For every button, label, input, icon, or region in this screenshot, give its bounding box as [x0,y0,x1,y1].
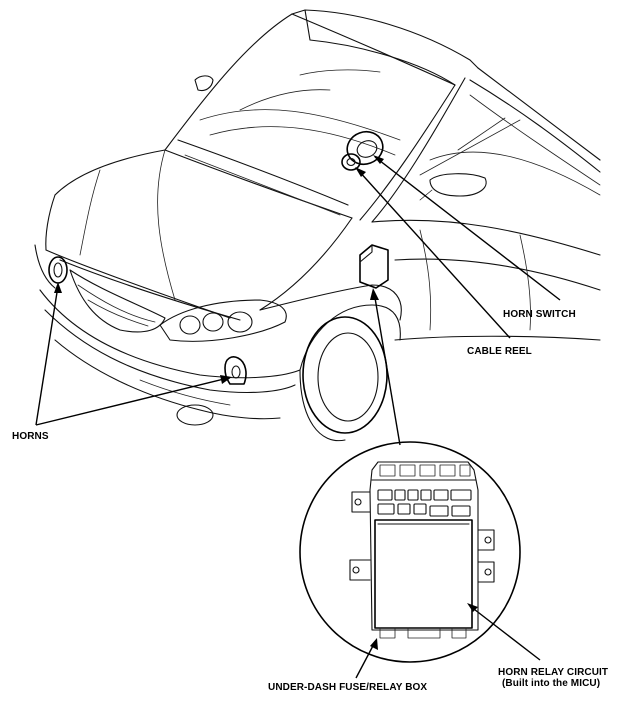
cable-reel-label: CABLE REEL [467,346,532,357]
horn-relay-circuit-sublabel: (Built into the MICU) [502,678,601,689]
zoom-callout [299,441,521,663]
leader-lines [35,155,561,679]
horns-label: HORNS [12,431,49,442]
horn-relay-circuit-label: HORN RELAY CIRCUIT [498,667,609,678]
vehicle-illustration [34,9,601,442]
cable-reel-part [341,153,361,171]
horn-left-part [48,256,68,284]
fuse-box-on-vehicle [359,244,389,289]
horn-right-part [224,356,247,385]
under-dash-fuse-box-label: UNDER-DASH FUSE/RELAY BOX [268,682,428,693]
horn-switch-label: HORN SWITCH [503,309,576,320]
